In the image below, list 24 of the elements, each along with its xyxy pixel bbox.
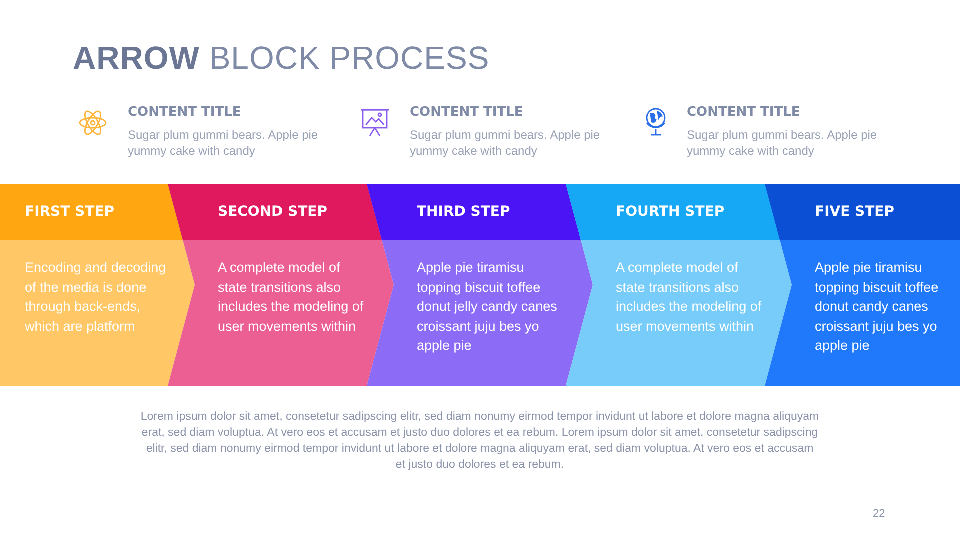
content-description: Sugar plum gummi bears. Apple pie yummy cake with candy [128, 127, 320, 159]
content-title: CONTENT TITLE [128, 105, 242, 120]
step-description: A complete model of state transitions also includes the modeling of user movements within [218, 259, 365, 336]
content-title: CONTENT TITLE [687, 105, 800, 120]
chevron-step [367, 184, 593, 386]
step-description: A complete model of state transitions also includes the modeling of user movements within [616, 259, 763, 336]
chevron-step [0, 184, 195, 386]
body-paragraph: Lorem ipsum dolor sit amet, consetetur sadipscing elitr, sed diam nonumy eirmod tempor invidunt ut labore et dolore magna aliquyam erat, sed diam voluptua. At vero eos et accusam et justo duo dolores et ea rebum. Lorem ipsum dolor sit amet, consetetur sadipscing elitr, sed diam nonumy eirmod tempor invidunt ut labore et dolore magna aliquyam erat, sed diam voluptua. At vero eos et accusam et justo duo dolores et ea rebum. [140, 410, 820, 473]
step-description: Apple pie tiramisu topping biscuit toffee donut candy canes croissant juju bes yo apple pie [815, 259, 940, 355]
chevron-step [168, 184, 394, 386]
content-description: Sugar plum gummi bears. Apple pie yummy cake with candy [687, 127, 878, 159]
page-number: 22 [873, 508, 886, 520]
step-heading: FIRST STEP [25, 204, 115, 220]
step-heading: SECOND STEP [218, 204, 328, 220]
content-description: Sugar plum gummi bears. Apple pie yummy cake with candy [410, 127, 602, 159]
slide-title: ARROW BLOCK PROCESS [73, 40, 490, 77]
content-title: CONTENT TITLE [410, 105, 524, 120]
step-heading: FOURTH STEP [616, 204, 725, 220]
step-heading: THIRD STEP [417, 204, 510, 220]
step-heading: FIVE STEP [815, 204, 895, 220]
step-description: Encoding and decoding of the media is done through back-ends, which are platform [25, 259, 168, 336]
chevron-step [765, 184, 960, 386]
chevron-step [566, 184, 792, 386]
step-description: Apple pie tiramisu topping biscuit toffee donut jelly candy canes croissant juju bes yo apple pie [417, 259, 558, 355]
